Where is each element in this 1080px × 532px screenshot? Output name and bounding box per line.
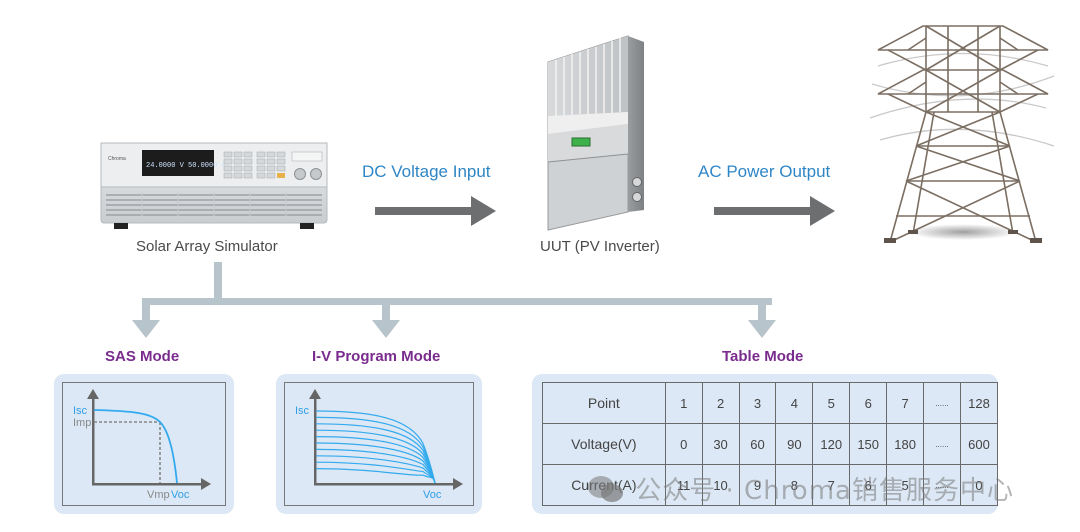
table-cell: ......	[923, 423, 961, 465]
iv-chart-frame: Isc Voc	[284, 382, 474, 506]
table-mode-title: Table Mode	[722, 348, 804, 365]
watermark: 公众号 · Chroma销售服务中心	[586, 470, 1014, 507]
table-cell: 1	[664, 382, 703, 424]
solar-array-simulator-icon: Chroma 24.0000 V 50.0000 A	[100, 142, 328, 229]
table-cell: 2	[701, 382, 740, 424]
simulator-display-text: 24.0000 V 50.0000 A	[146, 162, 227, 170]
ac-arrow	[714, 195, 836, 232]
row-header: Point	[542, 382, 666, 424]
sas-mode-title: SAS Mode	[105, 348, 180, 365]
table-cell: 0	[959, 464, 999, 506]
y-axis	[92, 395, 95, 485]
table-cell: 6	[849, 464, 888, 506]
imp-label: Imp	[73, 417, 91, 429]
wechat-icon	[588, 476, 623, 502]
voc-label: Voc	[423, 489, 442, 501]
dc-voltage-input-label: DC Voltage Input	[362, 162, 491, 181]
table-cell: 180	[886, 423, 925, 465]
table-cell: 7	[812, 464, 851, 506]
inverter-icon	[547, 35, 644, 231]
pv-inverter	[540, 34, 665, 239]
iv-program-mode-panel: Isc Voc	[276, 374, 482, 514]
table-cell: 7	[886, 382, 925, 424]
sas-iv-curve-chart: Isc Imp Vmp Voc	[73, 389, 211, 501]
branch-arrows-icon	[132, 262, 776, 338]
iv-program-mode-title: I-V Program Mode	[312, 348, 441, 365]
iv-curve	[315, 461, 436, 484]
transmission-tower-icon	[869, 25, 1055, 243]
dc-arrow	[375, 195, 497, 232]
table-cell: 90	[775, 423, 814, 465]
inverter-label: UUT (PV Inverter)	[540, 238, 660, 255]
table-cell: 120	[812, 423, 851, 465]
x-axis	[92, 483, 204, 486]
arrow-right-icon	[375, 196, 496, 226]
isc-label: Isc	[295, 405, 310, 417]
table-cell: 150	[849, 423, 888, 465]
table-cell: 8	[775, 464, 814, 506]
mode-connector-lines	[130, 262, 790, 349]
power-grid-tower	[868, 16, 1058, 251]
table-cell: ......	[923, 382, 961, 424]
table-cell: 5	[886, 464, 925, 506]
iv-curve	[93, 409, 178, 484]
svg-text:Chroma: Chroma	[108, 156, 126, 162]
table-cell: 128	[959, 382, 999, 424]
table-cell: 60	[738, 423, 777, 465]
ac-power-output-label: AC Power Output	[698, 162, 831, 181]
simulator-label: Solar Array Simulator	[136, 238, 278, 255]
sas-chart-frame: Isc Imp Vmp Voc	[62, 382, 226, 506]
table-cell: 3	[738, 382, 777, 424]
table-cell: 6	[849, 382, 888, 424]
table-cell: 0	[664, 423, 703, 465]
watermark-text: 公众号 · Chroma销售服务中心	[635, 476, 1014, 506]
table-cell: 9	[738, 464, 777, 506]
isc-label: Isc	[73, 405, 88, 417]
table-cell: 5	[812, 382, 851, 424]
arrow-right-icon	[714, 196, 835, 226]
table-cell: 11	[664, 464, 703, 506]
iv-program-curves-chart: Isc Voc	[295, 389, 463, 501]
table-cell: 600	[959, 423, 999, 465]
table-cell: 30	[701, 423, 740, 465]
x-axis	[314, 483, 456, 486]
voc-label: Voc	[171, 489, 190, 501]
vmp-label: Vmp	[147, 489, 170, 501]
row-header: Voltage(V)	[542, 423, 666, 465]
solar-array-simulator: Chroma 24.0000 V 50.0000 A	[100, 140, 328, 232]
sas-mode-panel: Isc Imp Vmp Voc	[54, 374, 234, 514]
table-cell: 4	[775, 382, 814, 424]
iv-curve	[315, 468, 436, 484]
y-axis	[314, 395, 317, 485]
